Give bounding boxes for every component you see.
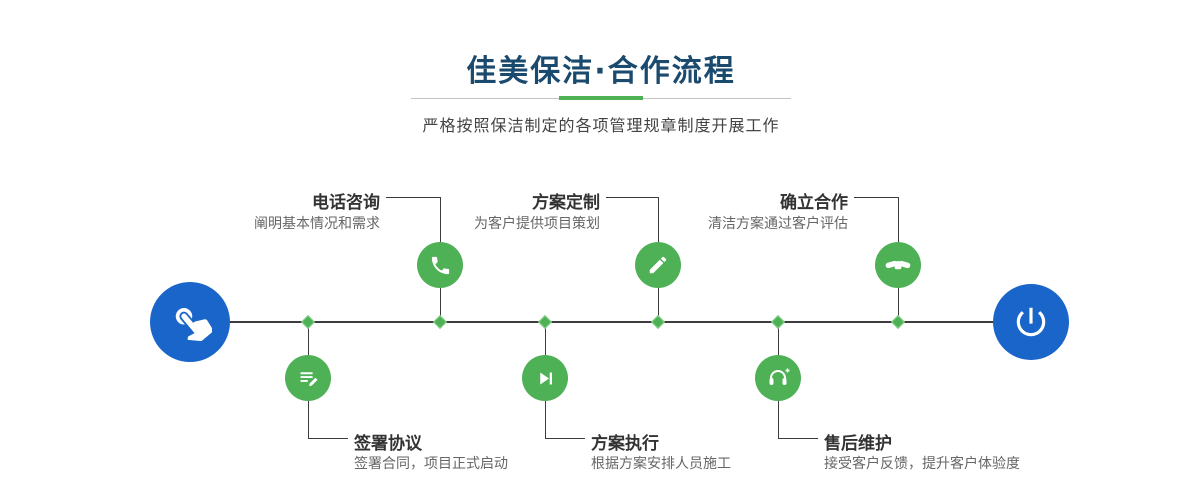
connector-line bbox=[440, 197, 441, 243]
step-execute-desc: 根据方案安排人员施工 bbox=[591, 456, 731, 472]
timeline-diamond bbox=[300, 314, 316, 330]
document-sign-icon bbox=[299, 371, 318, 386]
title-divider bbox=[411, 96, 791, 100]
timeline-end-node bbox=[993, 284, 1069, 360]
connector-line bbox=[854, 197, 898, 198]
step-sign-desc: 签署合同，项目正式启动 bbox=[354, 456, 508, 472]
connector-line bbox=[778, 401, 779, 438]
step-execute-title: 方案执行 bbox=[591, 434, 659, 454]
power-icon bbox=[1016, 307, 1046, 337]
connector-line bbox=[898, 197, 899, 243]
timeline-diamond bbox=[890, 314, 906, 330]
divider-accent bbox=[559, 96, 643, 100]
timeline-start-node bbox=[150, 282, 230, 362]
step-sign-node bbox=[285, 355, 331, 401]
connector-line bbox=[606, 197, 658, 198]
step-plan-desc: 为客户提供项目策划 bbox=[474, 216, 600, 232]
timeline-diamond bbox=[537, 314, 553, 330]
headset-plus-icon bbox=[769, 368, 790, 385]
step-confirm-desc: 清洁方案通过客户评估 bbox=[708, 216, 848, 232]
connector-line bbox=[658, 197, 659, 243]
step-aftersale-node bbox=[755, 355, 801, 401]
step-phone-title: 电话咨询 bbox=[312, 193, 380, 213]
timeline-diamond bbox=[432, 314, 448, 330]
connector-line bbox=[545, 438, 585, 439]
connector-line bbox=[386, 197, 440, 198]
connector-line bbox=[778, 438, 818, 439]
connector-line bbox=[898, 288, 899, 322]
step-aftersale-desc: 接受客户反馈，提升客户体验度 bbox=[824, 456, 1020, 472]
timeline-diamond bbox=[650, 314, 666, 330]
handshake-icon bbox=[885, 260, 911, 270]
connector-line bbox=[658, 288, 659, 322]
step-phone-desc: 阐明基本情况和需求 bbox=[254, 216, 380, 232]
step-confirm-title: 确立合作 bbox=[780, 193, 848, 213]
hand-pointer-icon bbox=[175, 308, 212, 341]
step-phone-node bbox=[417, 242, 463, 288]
timeline-axis bbox=[218, 321, 1004, 323]
connector-line bbox=[545, 322, 546, 355]
step-execute-node bbox=[522, 355, 568, 401]
section-title: 佳美保洁·合作流程 bbox=[466, 54, 736, 89]
connector-line bbox=[308, 322, 309, 355]
connector-line bbox=[440, 288, 441, 322]
section-subtitle: 严格按照保洁制定的各项管理规章制度开展工作 bbox=[422, 116, 780, 135]
timeline-diamond bbox=[770, 314, 786, 330]
step-plan-node bbox=[635, 242, 681, 288]
pencil-icon bbox=[649, 256, 667, 274]
step-confirm-node bbox=[875, 242, 921, 288]
connector-line bbox=[778, 322, 779, 355]
connector-line bbox=[308, 401, 309, 438]
play-next-icon bbox=[539, 372, 552, 384]
connector-line bbox=[545, 401, 546, 438]
phone-icon bbox=[431, 256, 449, 274]
connector-line bbox=[308, 438, 348, 439]
step-sign-title: 签署协议 bbox=[354, 434, 422, 454]
step-plan-title: 方案定制 bbox=[532, 193, 600, 213]
step-aftersale-title: 售后维护 bbox=[824, 434, 892, 454]
